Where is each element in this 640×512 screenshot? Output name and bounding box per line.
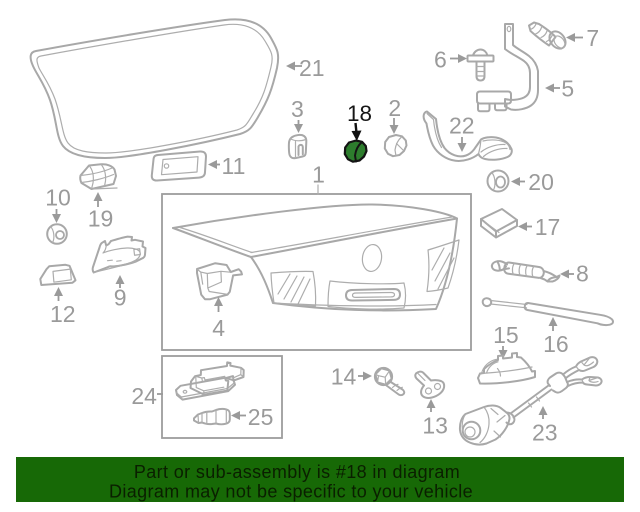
svg-text:8: 8 [576, 261, 589, 287]
svg-text:21: 21 [299, 55, 325, 81]
svg-text:5: 5 [561, 76, 574, 102]
svg-text:24: 24 [131, 383, 157, 409]
svg-text:17: 17 [535, 214, 561, 240]
svg-text:3: 3 [291, 96, 304, 122]
svg-text:6: 6 [434, 47, 447, 73]
svg-text:15: 15 [493, 322, 519, 348]
svg-text:19: 19 [88, 206, 114, 232]
svg-text:22: 22 [449, 113, 475, 139]
svg-text:14: 14 [331, 364, 357, 390]
svg-text:18: 18 [347, 101, 372, 126]
svg-text:Diagram may not be specific to: Diagram may not be specific to your vehi… [109, 482, 473, 502]
svg-text:23: 23 [532, 420, 558, 446]
svg-text:1: 1 [312, 162, 325, 188]
svg-text:7: 7 [586, 25, 599, 51]
svg-text:25: 25 [248, 404, 274, 430]
svg-text:4: 4 [212, 315, 225, 341]
svg-text:Part or sub-assembly is #18 in: Part or sub-assembly is #18 in diagram [134, 462, 460, 482]
svg-text:12: 12 [50, 301, 76, 327]
svg-text:9: 9 [114, 285, 127, 311]
svg-text:13: 13 [422, 413, 448, 439]
svg-text:11: 11 [222, 153, 246, 179]
svg-text:20: 20 [528, 169, 554, 195]
svg-text:2: 2 [388, 95, 401, 121]
svg-text:16: 16 [543, 331, 569, 357]
svg-text:10: 10 [45, 185, 71, 211]
